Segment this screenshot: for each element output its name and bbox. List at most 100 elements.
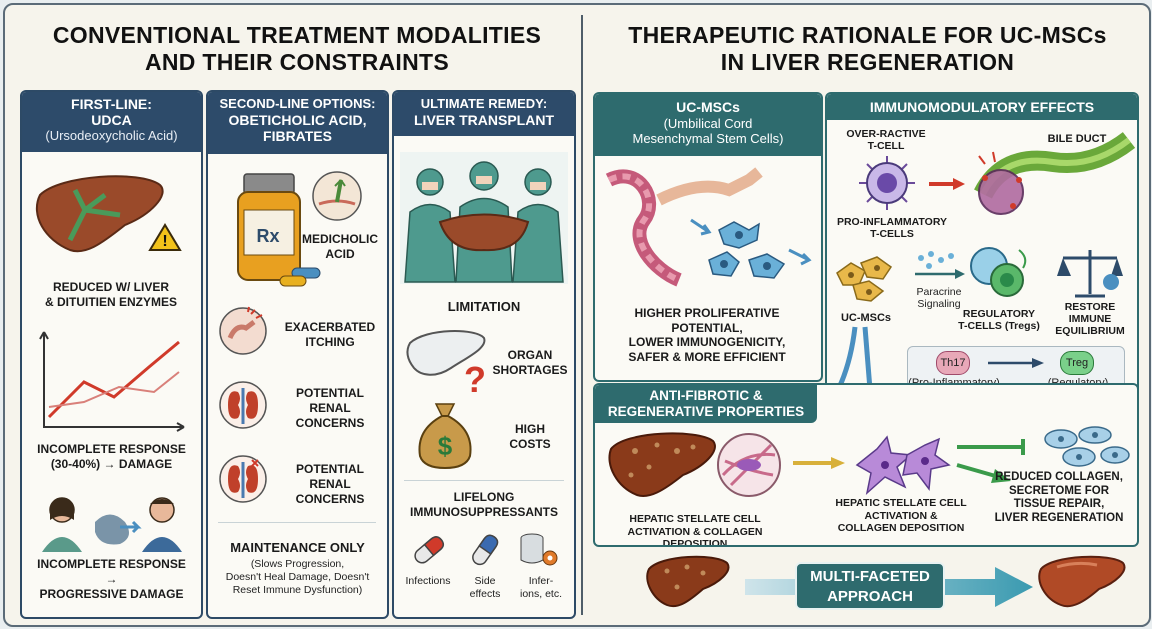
maintenance-desc: (Slows Progression, Doesn't Heal Damage,…	[210, 558, 385, 597]
ucmsc-desc-line4: SAFER & MORE EFFICIENT	[628, 349, 786, 364]
treg-cells-icon	[970, 247, 1027, 297]
ucmsc-description: HIGHER PROLIFERATIVE POTENTIAL, LOWER IM…	[597, 306, 817, 364]
left-title-line2: AND THEIR CONSTRAINTS	[144, 49, 450, 75]
kidney-icon	[219, 381, 267, 429]
paracrine-label: Paracrine Signaling	[899, 286, 979, 310]
hsc2-line2: ACTIVATION &	[864, 509, 938, 522]
hsc1-line1: HEPATIC STELLATE CELL	[629, 513, 761, 525]
renal2-line2: RENAL	[309, 477, 351, 491]
infer-line2: ions, etc.	[519, 588, 563, 600]
ucmsc-desc-line3: LOWER IMMUNOGENICITY,	[628, 335, 786, 349]
stellate-cells-icon	[855, 435, 951, 496]
infer-line1: Infer-	[528, 575, 554, 587]
udca-incomplete-1: INCOMPLETE RESPONSE (30-40%) → DAMAGE	[24, 442, 199, 472]
umbilical-cord-icon	[605, 167, 812, 287]
cost-line2: COSTS	[509, 437, 551, 451]
ucmsc-desc-line1: HIGHER PROLIFERATIVE	[634, 306, 780, 320]
collagen-magnified-icon	[717, 433, 781, 497]
money-bag-icon: $	[418, 403, 472, 470]
t-cell-icon	[859, 156, 915, 210]
organ-shortages: ORGAN SHORTAGES	[488, 348, 572, 378]
th17-cell: Th17	[936, 351, 970, 375]
result-line2: SECRETOME FOR	[1008, 484, 1110, 497]
antifib-head-2: REGENERATIVE PROPERTIES	[607, 404, 805, 419]
bile-duct-icon	[974, 131, 1136, 215]
yellow-arrow-icon	[793, 457, 845, 469]
rx-text: Rx	[256, 226, 279, 246]
ucmsc-cells-label: UC-MSCs	[840, 312, 892, 324]
antifib-result: REDUCED COLLAGEN, SECRETOME FOR TISSUE R…	[983, 471, 1135, 525]
second-head-3: FIBRATES	[263, 128, 332, 144]
red-arrow-icon	[929, 178, 965, 190]
renal1-line1: POTENTIAL	[296, 386, 364, 400]
paracrine-line2: Signaling	[917, 298, 961, 310]
balance-scale-icon	[1057, 250, 1123, 298]
lifelong-immunosuppressants: LIFELONG IMMUNOSUPPRESSANTS	[394, 490, 574, 520]
svg-text:$: $	[438, 431, 453, 461]
hsc1-line2: ACTIVATION & COLLAGEN DEPOSITION	[627, 525, 763, 547]
lifelong-line1: LIFELONG	[453, 490, 515, 504]
ucmsc-desc-line2: POTENTIAL,	[671, 320, 743, 335]
hsc2-line1: HEPATIC STELLATE CELL	[835, 497, 967, 509]
green-arrow-icon	[956, 463, 1011, 483]
bile-duct-label: BILE DUCT	[1047, 133, 1107, 145]
restore-line1: RESTORE	[1064, 301, 1116, 313]
paracrine-line1: Paracrine	[916, 286, 962, 298]
side-effects-label: Side effects	[458, 575, 512, 601]
treg-line1: REGULATORY	[962, 308, 1036, 320]
infections-label: Infections	[405, 575, 451, 587]
fibrotic-liver-icon	[608, 432, 716, 497]
capsule-icon	[414, 536, 445, 564]
udca-bottom-arrow: →	[105, 572, 118, 586]
udca-bottom: INCOMPLETE RESPONSE → PROGRESSIVE DAMAGE	[24, 557, 199, 602]
pill-bottle-icon: Rx	[237, 173, 321, 287]
udca-panel: FIRST-LINE: UDCA (Ursodeoxycholic Acid) …	[20, 90, 203, 619]
database-gear-icon	[520, 533, 558, 566]
renal-concerns-1: POTENTIAL RENAL CONCERNS	[278, 386, 382, 431]
second-line-header: SECOND-LINE OPTIONS: OBETICHOLIC ACID, F…	[208, 92, 387, 154]
healthy-liver-icon	[1038, 555, 1126, 608]
side-line2: effects	[469, 588, 501, 600]
hsc-label-2: HEPATIC STELLATE CELL ACTIVATION & COLLA…	[821, 497, 981, 535]
maint-divider	[218, 522, 376, 523]
overreactive-label: OVER-RACTIVE T-CELL	[831, 128, 941, 152]
antifib-head-1: ANTI-FIBROTIC &	[649, 388, 763, 403]
damaged-liver-icon	[646, 555, 730, 608]
result-line4: LIVER REGENERATION	[994, 511, 1124, 524]
result-line3: TISSUE REPAIR,	[1013, 498, 1105, 510]
immuno-header: IMMUNOMODULATORY EFFECTS	[827, 94, 1137, 120]
ucmsc-panel: UC-MSCs (Umbilical Cord Mesenchymal Stem…	[593, 92, 823, 382]
udca-reduced: REDUCED W/ LIVER & DITUITIEN ENZYMES	[26, 280, 196, 310]
healthy-cells-icon	[1044, 426, 1130, 467]
lifelong-line2: IMMUNOSUPPRESSANTS	[409, 505, 558, 519]
organ-line1: ORGAN	[507, 348, 553, 362]
maint-line3: Reset Immune Dysfunction)	[232, 584, 363, 596]
restore-line3: EQUILIBRIUM	[1055, 325, 1125, 337]
paracrine-dots-icon	[915, 251, 965, 279]
antifibrotic-header: ANTI-FIBROTIC & REGENERATIVE PROPERTIES	[595, 385, 817, 423]
lifelong-divider	[404, 480, 564, 481]
udca-incomplete-line1: INCOMPLETE RESPONSE	[37, 442, 186, 456]
renal2-line3: CONCERNS	[295, 492, 365, 506]
enzyme-trend-chart-icon	[39, 331, 185, 432]
overreactive-line2: T-CELL	[867, 140, 905, 152]
liver-question-icon: ?	[406, 330, 486, 400]
right-title-line1: THERAPEUTIC RATIONALE FOR UC-MSCs	[628, 22, 1107, 48]
liver-ducts-icon: !	[35, 175, 182, 253]
maintenance-title: MAINTENANCE ONLY	[230, 540, 365, 555]
udca-header: FIRST-LINE: UDCA (Ursodeoxycholic Acid)	[22, 92, 201, 152]
half-divider	[581, 15, 583, 615]
left-title-line1: CONVENTIONAL TREATMENT MODALITIES	[52, 22, 542, 48]
hsc-label-1: HEPATIC STELLATE CELL ACTIVATION & COLLA…	[595, 513, 795, 547]
multi-line2: APPROACH	[827, 588, 913, 605]
udca-head-1: FIRST-LINE:	[71, 96, 152, 112]
ucmsc-head-1: UC-MSCs	[676, 99, 740, 115]
medicholic-line2: ACID	[325, 247, 355, 261]
ucmsc-head-2: (Umbilical Cord	[663, 116, 753, 131]
high-costs: HIGH COSTS	[488, 422, 572, 452]
patients-icon	[42, 497, 182, 552]
overreactive-line1: OVER-RACTIVE	[846, 128, 926, 140]
treg-label: REGULATORY T-CELLS (Tregs)	[949, 308, 1049, 332]
transplant-head-1: ULTIMATE REMEDY:	[420, 96, 548, 111]
proinf-line2: T-CELLS	[870, 228, 914, 240]
